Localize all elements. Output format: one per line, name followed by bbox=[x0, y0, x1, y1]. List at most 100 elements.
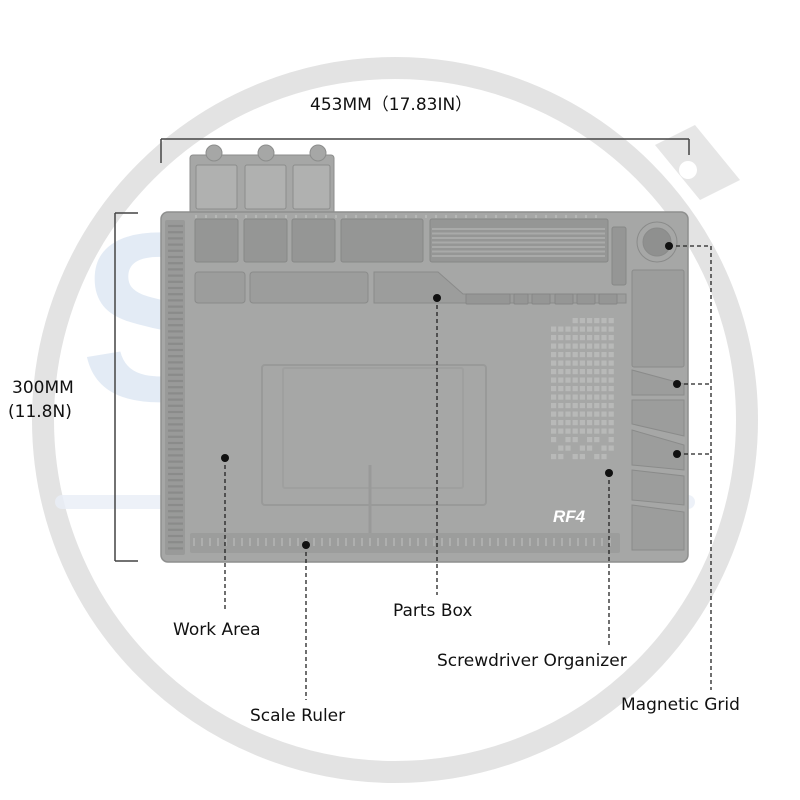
magnetic-grid-square bbox=[601, 454, 607, 460]
magnetic-grid-square bbox=[601, 445, 607, 451]
magnetic-grid-square bbox=[608, 352, 614, 358]
magnetic-grid-square bbox=[565, 411, 571, 417]
magnetic-grid-square bbox=[558, 352, 564, 358]
magnetic-grid-square bbox=[587, 445, 593, 451]
magnetic-grid-square bbox=[551, 394, 557, 400]
magnetic-grid-square bbox=[594, 377, 600, 383]
top-trays bbox=[189, 144, 335, 216]
magnetic-grid-square bbox=[558, 411, 564, 417]
magnetic-grid-square bbox=[608, 428, 614, 434]
magnetic-grid-square bbox=[587, 377, 593, 383]
width-dimension bbox=[160, 138, 690, 163]
magnetic-grid-square bbox=[608, 318, 614, 324]
magnetic-grid-square bbox=[565, 386, 571, 392]
magnetic-grid-square bbox=[601, 428, 607, 434]
height-dimension bbox=[114, 212, 138, 562]
magnetic-grid-square bbox=[594, 343, 600, 349]
magnetic-grid-square bbox=[558, 360, 564, 366]
magnetic-grid-square bbox=[572, 428, 578, 434]
magnetic-grid-square bbox=[572, 420, 578, 426]
screwdriver-holder bbox=[631, 221, 685, 551]
magnetic-grid-square bbox=[565, 377, 571, 383]
magnetic-grid-square bbox=[601, 318, 607, 324]
brand-mark: RF4 bbox=[553, 507, 586, 526]
small-parts-slots bbox=[465, 293, 618, 305]
magnetic-grid-square bbox=[587, 335, 593, 341]
magnetic-grid-square bbox=[587, 318, 593, 324]
magnetic-grid-square bbox=[601, 377, 607, 383]
magnetic-grid-square bbox=[594, 394, 600, 400]
height-dimension-label-line2: (11.8N) bbox=[8, 402, 72, 422]
magnetic-grid-square bbox=[572, 343, 578, 349]
magnetic-grid-square bbox=[558, 454, 564, 460]
magnetic-grid-square bbox=[594, 360, 600, 366]
magnetic-grid-square bbox=[558, 335, 564, 341]
silicone-mat bbox=[160, 144, 689, 563]
magnetic-grid-dot-top bbox=[665, 242, 673, 250]
magnetic-grid-square bbox=[572, 377, 578, 383]
magnetic-grid-square bbox=[572, 386, 578, 392]
magnetic-grid-square bbox=[608, 335, 614, 341]
magnetic-grid-dot-low bbox=[673, 450, 681, 458]
magnetic-grid-square bbox=[565, 369, 571, 375]
magnetic-grid-square bbox=[594, 335, 600, 341]
magnetic-grid-square bbox=[551, 437, 557, 443]
magnetic-grid-square bbox=[594, 454, 600, 460]
magnetic-grid-square bbox=[565, 326, 571, 332]
magnetic-grid-square bbox=[601, 394, 607, 400]
magnetic-grid-square bbox=[551, 352, 557, 358]
width-dimension-label: 453MM（17.83IN） bbox=[310, 95, 473, 115]
magnetic-grid-square bbox=[558, 326, 564, 332]
magnetic-grid-square bbox=[601, 420, 607, 426]
magnetic-grid-square bbox=[587, 420, 593, 426]
magnetic-grid-square bbox=[579, 318, 585, 324]
callout-dots bbox=[221, 242, 681, 549]
magnetic-grid-square bbox=[565, 394, 571, 400]
magnetic-grid-square bbox=[601, 403, 607, 409]
height-dimension-label-line1: 300MM bbox=[12, 378, 74, 398]
magnetic-grid-square bbox=[601, 369, 607, 375]
magnetic-grid-square bbox=[558, 377, 564, 383]
magnetic-grid-square bbox=[565, 420, 571, 426]
work-area-label: Work Area bbox=[173, 620, 261, 640]
magnetic-grid-square bbox=[551, 386, 557, 392]
magnetic-grid-square bbox=[608, 377, 614, 383]
magnetic-grid-square bbox=[608, 343, 614, 349]
magnetic-grid-square bbox=[572, 394, 578, 400]
magnetic-grid-square bbox=[565, 352, 571, 358]
work-area-square bbox=[261, 364, 487, 506]
magnetic-grid-square bbox=[594, 420, 600, 426]
magnetic-grid-square bbox=[608, 437, 614, 443]
magnetic-grid-square bbox=[565, 403, 571, 409]
magnetic-grid-square bbox=[608, 445, 614, 451]
magnetic-grid-square bbox=[579, 428, 585, 434]
magnetic-grid-square bbox=[579, 386, 585, 392]
scale-ruler-dot bbox=[302, 541, 310, 549]
magnetic-grid-square bbox=[594, 437, 600, 443]
magnetic-grid-square bbox=[565, 428, 571, 434]
magnetic-grid-square bbox=[572, 403, 578, 409]
magnetic-grid-square bbox=[579, 343, 585, 349]
magnetic-grid-square bbox=[608, 403, 614, 409]
magnetic-grid-square bbox=[551, 326, 557, 332]
magnetic-grid-square bbox=[579, 394, 585, 400]
magnetic-grid-square bbox=[572, 360, 578, 366]
magnetic-grid-square bbox=[572, 326, 578, 332]
magnetic-grid-square bbox=[572, 454, 578, 460]
magnetic-grid-square bbox=[551, 360, 557, 366]
magnetic-grid-square bbox=[594, 411, 600, 417]
magnetic-grid-square bbox=[594, 352, 600, 358]
magnetic-grid-square bbox=[558, 420, 564, 426]
bottom-ruler bbox=[190, 533, 620, 553]
comb-slots bbox=[432, 228, 605, 257]
magnetic-grid-square bbox=[579, 326, 585, 332]
magnetic-grid-square bbox=[608, 420, 614, 426]
magnetic-grid-square bbox=[572, 411, 578, 417]
magnetic-grid-square bbox=[594, 318, 600, 324]
ruler-top-ticks bbox=[195, 215, 597, 218]
magnetic-grid-square bbox=[579, 445, 585, 451]
magnetic-grid-square bbox=[579, 403, 585, 409]
magnetic-grid-square bbox=[558, 394, 564, 400]
callout-leaders bbox=[224, 245, 712, 700]
